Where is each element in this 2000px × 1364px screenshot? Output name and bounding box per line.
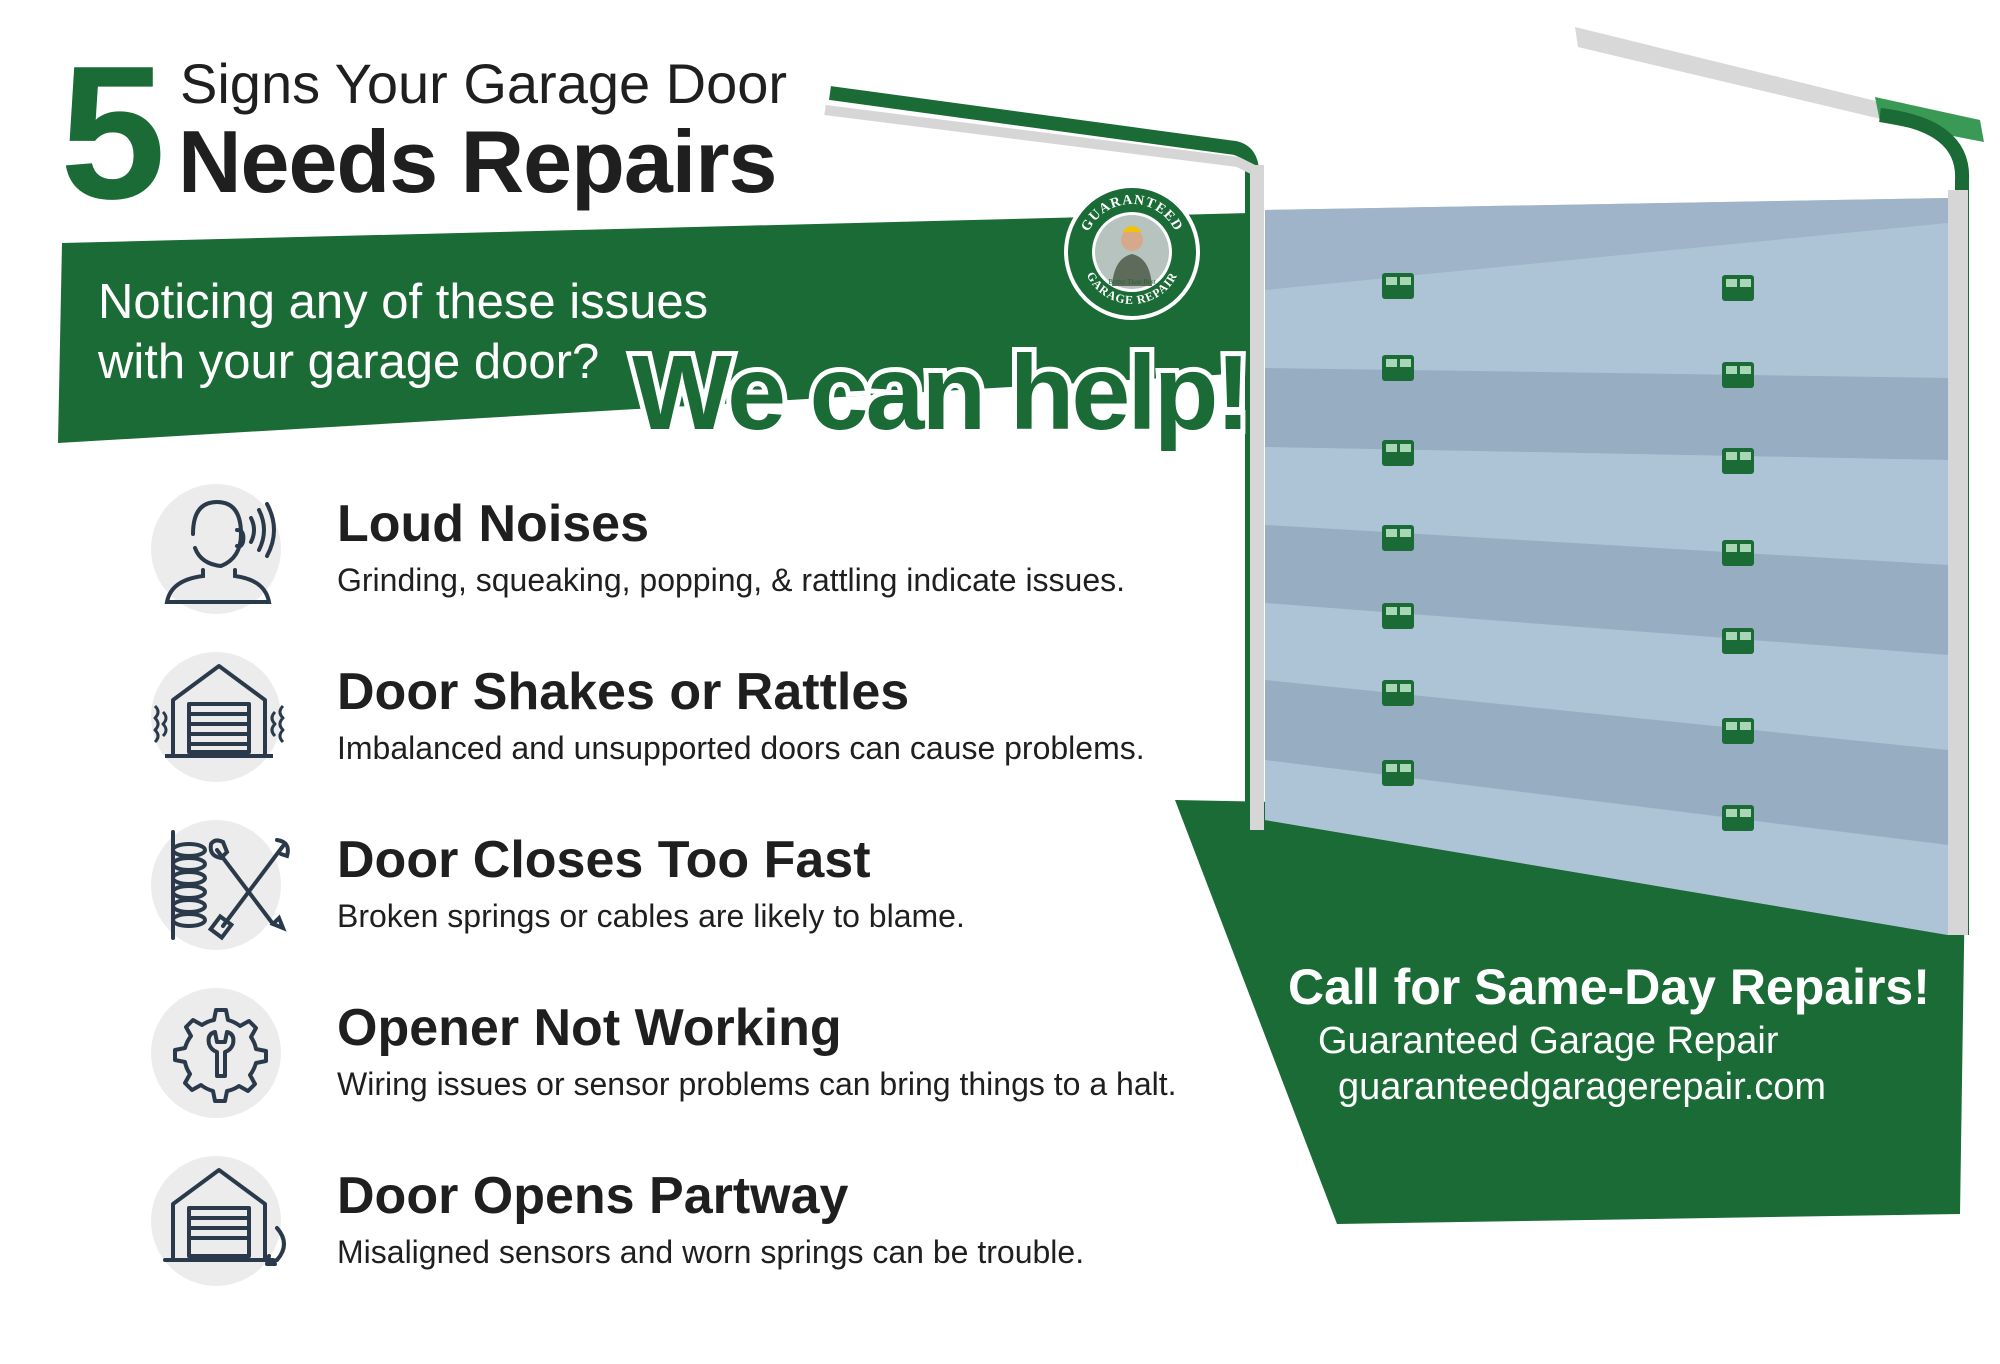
issue-description: Imbalanced and unsupported doors can cau… [337,730,1145,766]
issue-title: Door Shakes or Rattles [337,663,910,721]
person-hearing-sound-icon [164,499,276,604]
spring-and-tools-icon [171,830,290,941]
issue-title: Door Opens Partway [337,1167,849,1225]
intro-line-2: with your garage door? [98,335,600,389]
hinge-icon [1382,355,1414,381]
cta-company-name: Guaranteed Garage Repair [1318,1020,1779,1062]
hinge-icon [1722,448,1754,474]
gear-wrench-icon [173,1008,268,1103]
cta-title: Call for Same-Day Repairs! [1288,959,1930,1015]
headline-we-can-help: We can help! [627,334,1256,452]
title-number: 5 [60,27,166,239]
issue-item-loud-noises: Loud Noises Grinding, squeaking, popping… [145,484,1265,624]
garage-door-illustration [824,27,1984,935]
hinge-icon [1722,275,1754,301]
hinge-icon [1382,440,1414,466]
shaking-garage-icon [153,664,285,758]
hinge-icon [1722,718,1754,744]
hinge-icon [1382,680,1414,706]
hinge-icon [1382,273,1414,299]
issue-description: Misaligned sensors and worn springs can … [337,1234,1085,1270]
garage-partial-open-icon [163,1168,286,1266]
logo-tagline: Better Than Best [1108,278,1155,286]
issue-title: Opener Not Working [337,999,842,1057]
title-line-1: Signs Your Garage Door [180,52,788,115]
technician-icon [1112,226,1152,286]
company-logo: GUARANTEED GARAGE REPAIR Better Than Bes… [1064,184,1200,320]
issue-item-door-shakes: Door Shakes or Rattles Imbalanced and un… [145,652,1265,792]
issue-description: Broken springs or cables are likely to b… [337,898,965,934]
hinge-icon [1722,540,1754,566]
cta-background [1175,800,1966,1224]
hinge-icon [1722,628,1754,654]
cta-website-link[interactable]: guaranteedgaragerepair.com [1338,1066,1827,1108]
hinge-icon [1722,805,1754,831]
issue-description: Wiring issues or sensor problems can bri… [337,1066,1177,1102]
hinge-icon [1382,603,1414,629]
hinge-icon [1722,362,1754,388]
issue-item-opens-partway: Door Opens Partway Misaligned sensors an… [145,1156,1265,1296]
title-line-2: Needs Repairs [178,112,777,211]
hinge-icon [1382,525,1414,551]
issue-item-closes-too-fast: Door Closes Too Fast Broken springs or c… [145,820,1265,960]
issue-title: Loud Noises [337,495,650,553]
intro-banner [58,213,1250,443]
hinge-icon [1382,760,1414,786]
issue-item-opener-not-working: Opener Not Working Wiring issues or sens… [145,988,1265,1128]
issue-description: Grinding, squeaking, popping, & rattling… [337,562,1126,598]
issue-title: Door Closes Too Fast [337,831,871,889]
intro-line-1: Noticing any of these issues [98,275,709,329]
